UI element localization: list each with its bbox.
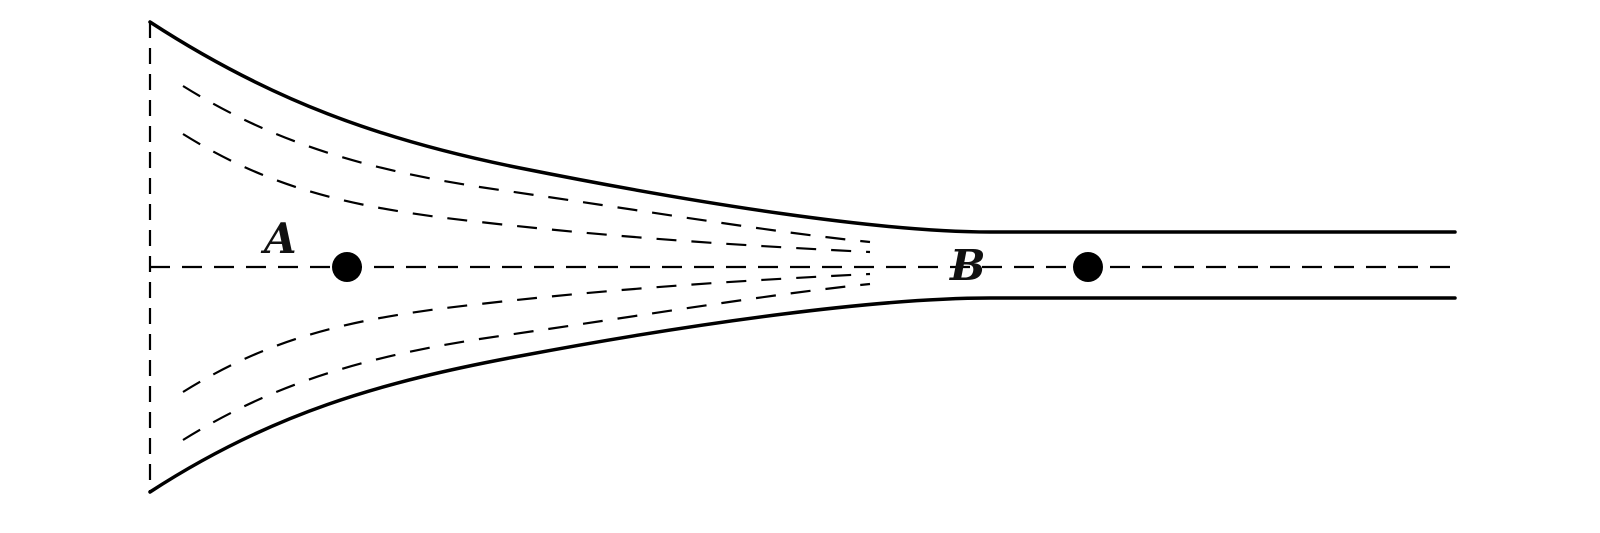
point-b-label: B bbox=[949, 241, 986, 290]
field-line-lower-outer bbox=[182, 282, 871, 441]
point-b-dot bbox=[1073, 252, 1103, 282]
point-a-label: A bbox=[260, 214, 297, 263]
upper-wall bbox=[148, 20, 1457, 234]
point-a-dot bbox=[332, 252, 362, 282]
lower-wall bbox=[148, 296, 1457, 494]
field-line-upper-outer bbox=[182, 85, 871, 244]
